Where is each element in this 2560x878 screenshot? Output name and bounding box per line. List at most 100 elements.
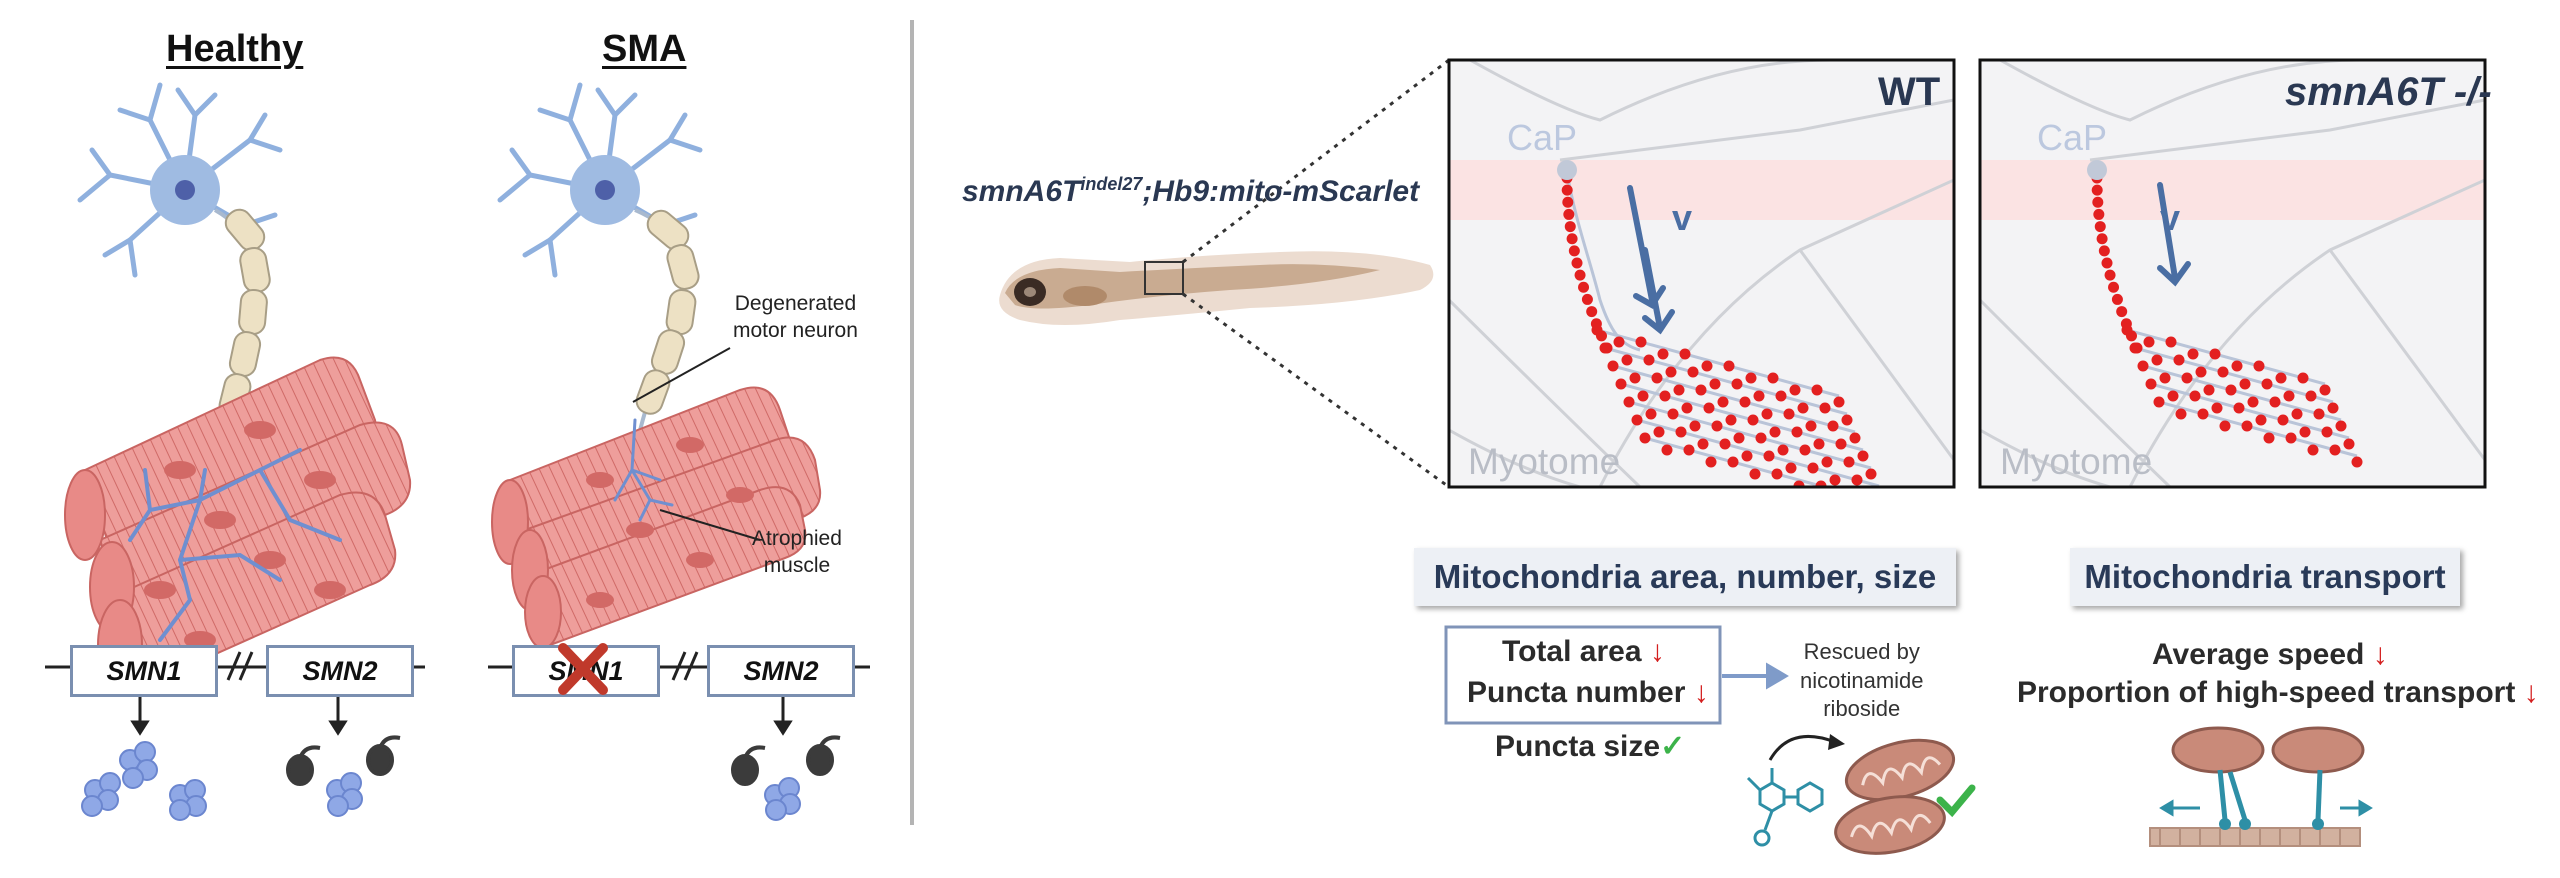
mitochondrion-dot <box>1799 444 1811 456</box>
mitochondrion-dot <box>2197 408 2209 420</box>
mitochondrion-dot <box>1645 408 1657 420</box>
mitochondrion-dot <box>1653 426 1665 438</box>
atrophied-muscle-label: Atrophied muscle <box>752 527 842 578</box>
mitochondrion-dot <box>2091 184 2103 196</box>
mitochondrion-dot <box>1793 480 1805 487</box>
average-speed-label: Average speed <box>2152 638 2365 671</box>
mitochondrion-dot <box>2263 432 2275 444</box>
mitochondrion-dot <box>1709 378 1721 390</box>
mutant-panel-art <box>1980 60 2485 487</box>
fish-label-superscript: indel27 <box>1080 174 1143 194</box>
mitochondrion-dot <box>2307 444 2319 456</box>
mitochondrion-dot <box>2094 221 2106 233</box>
mutant-panel-title: smnA6T -/- <box>2285 70 2492 114</box>
mitochondrion-dot <box>1749 468 1761 480</box>
puncta-size-line: Puncta size✓ <box>1495 732 1685 762</box>
mitochondrion-dot <box>2351 456 2363 468</box>
puncta-number-line: Puncta number ↓ <box>1467 678 1709 708</box>
mitochondrion-dot <box>1849 432 1861 444</box>
mitochondrion-dot <box>1719 438 1731 450</box>
mitochondrion-dot <box>2175 408 2187 420</box>
mitochondrion-dot <box>2195 366 2207 378</box>
sma-smn-proteins <box>764 777 801 821</box>
puncta-number-down-icon: ↓ <box>1693 676 1709 709</box>
mitochondrion-dot <box>2111 293 2123 305</box>
mitochondrion-dot <box>1665 366 1677 378</box>
mitochondrion-dot <box>2187 348 2199 360</box>
average-speed-down-icon: ↓ <box>2372 638 2388 671</box>
mitochondrion-dot <box>1739 396 1751 408</box>
mitochondrion-dot <box>1659 390 1671 402</box>
mitochondrion-dot <box>2104 269 2116 281</box>
total-area-line: Total area ↓ <box>1502 637 1665 667</box>
zebrafish <box>999 58 1450 489</box>
rescue-check-icon <box>1936 784 1976 818</box>
mitochondrion-dot <box>2143 336 2155 348</box>
mitochondrion-dot <box>1657 348 1669 360</box>
sma-smn2-box: SMN2 <box>707 645 855 697</box>
mitochondrion-dot <box>1695 384 1707 396</box>
mitochondrion-dot <box>1591 324 1603 336</box>
mitochondrion-dot <box>1797 402 1809 414</box>
mitochondrion-dot <box>2241 420 2253 432</box>
mutant-velocity-label: v <box>2160 197 2181 238</box>
mitochondrion-dot <box>2335 420 2347 432</box>
mitochondria-icon-pair <box>1834 738 1956 855</box>
mitochondrion-dot <box>1841 414 1853 426</box>
mitochondrion-dot <box>2159 372 2171 384</box>
mitochondrion-dot <box>2121 324 2133 336</box>
mitochondrion-dot <box>1783 408 1795 420</box>
mitochondrion-dot <box>1725 414 1737 426</box>
mitochondrion-dot <box>2153 396 2165 408</box>
mitochondrion-dot <box>1562 196 1574 208</box>
healthy-smn-proteins <box>81 741 363 821</box>
mitochondrion-dot <box>1679 348 1691 360</box>
sma-title: SMA <box>602 28 687 70</box>
mitochondrion-dot <box>2225 384 2237 396</box>
mitochondrion-dot <box>1811 384 1823 396</box>
fish-label-prefix: smnA6T <box>962 175 1081 208</box>
mitochondrion-dot <box>2145 378 2157 390</box>
total-area-label: Total area <box>1502 635 1642 668</box>
mitochondrion-dot <box>2233 402 2245 414</box>
mitochondrion-dot <box>2275 372 2287 384</box>
healthy-smn2-label: SMN2 <box>302 655 378 686</box>
mitochondrion-dot <box>2321 426 2333 438</box>
mitochondrion-dot <box>1586 306 1598 318</box>
mitochondrion-dot <box>2319 384 2331 396</box>
mitochondrion-dot <box>1701 360 1713 372</box>
mitochondrion-dot <box>1651 372 1663 384</box>
mitochondrion-dot <box>1851 474 1863 486</box>
mitochondrion-dot <box>1578 281 1590 293</box>
mitochondrion-dot <box>2116 306 2128 318</box>
mitochondrion-dot <box>1805 420 1817 432</box>
mitochondrion-dot <box>1581 293 1593 305</box>
mitochondrion-dot <box>1621 354 1633 366</box>
mitochondrion-dot <box>1574 269 1586 281</box>
healthy-smn2-box: SMN2 <box>266 645 414 697</box>
sma-smn2-label: SMN2 <box>743 655 819 686</box>
mitochondrion-dot <box>2329 444 2341 456</box>
mitochondrion-dot <box>1639 432 1651 444</box>
mitochondrion-dot <box>1571 257 1583 269</box>
mitochondrion-dot <box>1568 245 1580 257</box>
mitochondrion-dot <box>1741 450 1753 462</box>
mutant-myotome-label: Myotome <box>2000 441 2153 482</box>
mitochondrion-dot <box>2277 414 2289 426</box>
mitochondrion-dot <box>1607 360 1619 372</box>
mitochondrion-dot <box>1827 420 1839 432</box>
wt-panel-title: WT <box>1878 70 1941 114</box>
healthy-smn1-label: SMN1 <box>106 655 182 686</box>
mitochondrion-dot <box>1747 414 1759 426</box>
mitochondrion-dot <box>2291 408 2303 420</box>
mitochondrion-dot <box>1813 438 1825 450</box>
neuron-leader-line <box>632 347 731 403</box>
mitochondrion-dot <box>2253 360 2265 372</box>
mitochondrion-dot <box>2098 245 2110 257</box>
mitochondrion-dot <box>2151 354 2163 366</box>
mitochondrion-dot <box>1860 493 1871 504</box>
mitochondrion-dot <box>2343 438 2355 450</box>
sma-muscle <box>491 386 822 649</box>
mitochondrion-dot <box>2261 378 2273 390</box>
